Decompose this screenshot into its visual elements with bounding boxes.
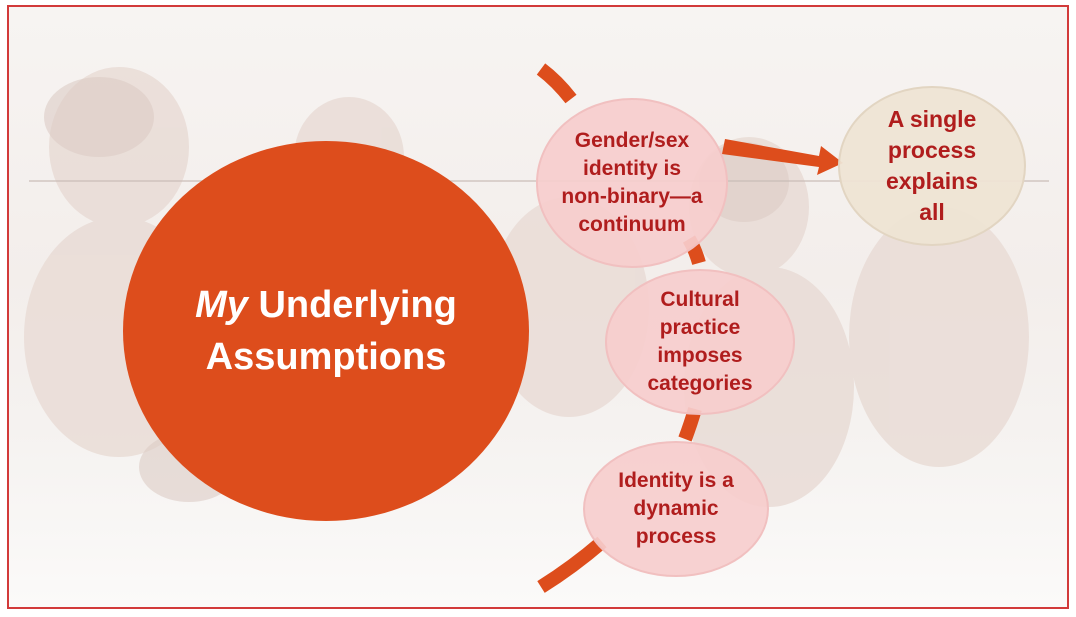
assumption-bubble-1: Gender/sex identity is non-binary—a cont… <box>536 98 728 268</box>
assumption-text-3: Identity is a dynamic process <box>618 469 734 548</box>
arc-segment-top <box>536 63 577 104</box>
arrow-right-icon <box>722 139 843 175</box>
main-title-word: Underlying <box>258 284 457 326</box>
main-title-line2: Assumptions <box>205 336 447 378</box>
arc-segment-bottom <box>537 536 607 593</box>
main-title-emphasis: My <box>195 284 248 326</box>
assumption-text-2: Cultural practice imposes categories <box>647 288 753 395</box>
main-title: My Underlying Assumptions <box>195 279 457 383</box>
conclusion-bubble: A single process explains all <box>838 86 1026 246</box>
slide: My Underlying Assumptions Gender/sex ide… <box>7 5 1069 609</box>
assumption-bubble-2: Cultural practice imposes categories <box>605 269 795 415</box>
main-circle: My Underlying Assumptions <box>123 141 529 521</box>
assumption-bubble-3: Identity is a dynamic process <box>583 441 769 577</box>
assumption-text-1: Gender/sex identity is non-binary—a cont… <box>561 129 703 236</box>
conclusion-text: A single process explains all <box>885 106 979 225</box>
